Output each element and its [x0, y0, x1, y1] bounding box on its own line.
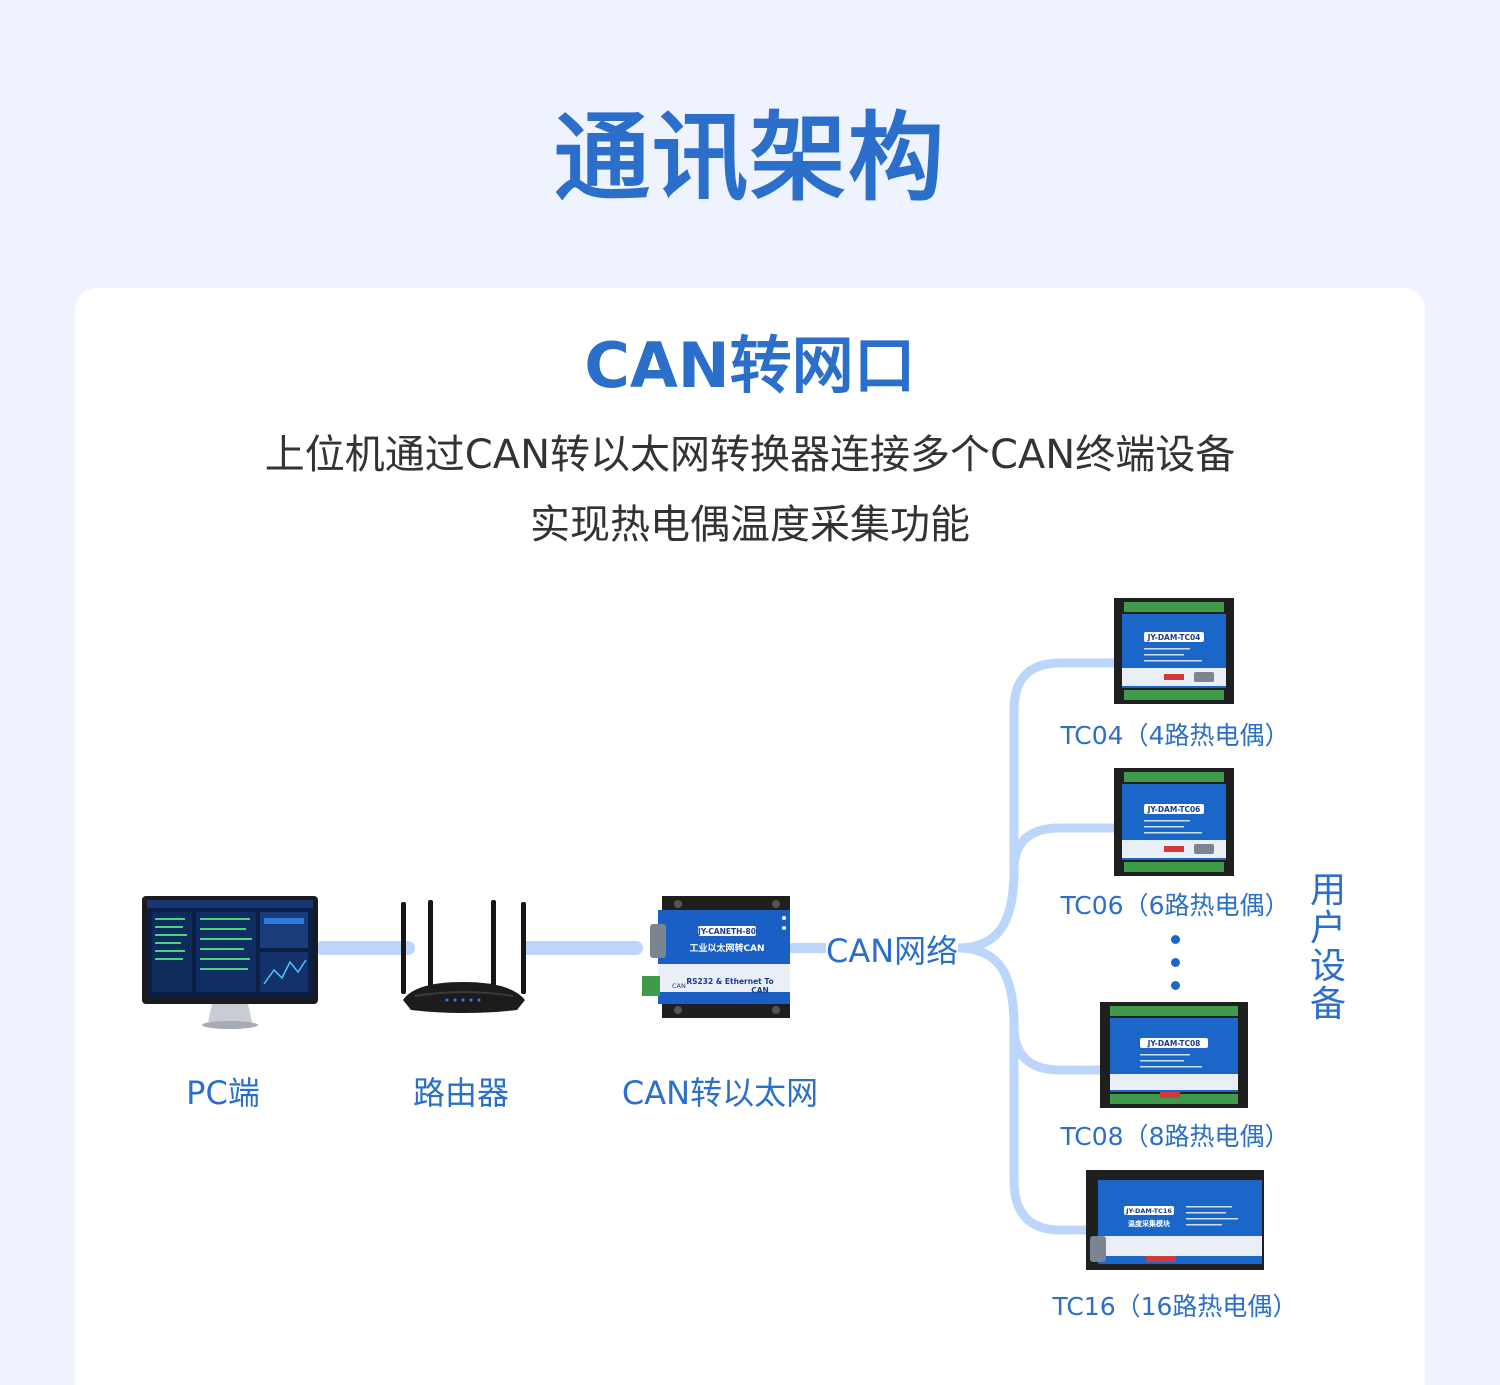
- ellipsis-dot-2: [1171, 958, 1180, 967]
- tc08-label: TC08（8路热电偶）: [1060, 1122, 1290, 1151]
- tc06-model-text: JY-DAM-TC06: [1147, 805, 1201, 814]
- user-devices-label: 用户设备: [1309, 870, 1346, 1025]
- tc04-label: TC04（4路热电偶）: [1060, 721, 1290, 750]
- card-title: CAN转网口: [584, 329, 916, 402]
- converter-model-text: JY-CANETH-80: [697, 927, 756, 936]
- router-icon: [401, 900, 526, 1013]
- ellipsis-dot-1: [1171, 935, 1180, 944]
- router-label: 路由器: [412, 1074, 509, 1112]
- tc06-device: JY-DAM-TC06: [1114, 768, 1234, 876]
- can-network-label: CAN网络: [826, 931, 959, 971]
- can-ethernet-converter-device: JY-CANETH-80 工业以太网转CAN RS232 & Ethernet …: [642, 896, 790, 1018]
- tc08-model-text: JY-DAM-TC08: [1147, 1039, 1201, 1048]
- tc04-device: JY-DAM-TC04: [1114, 598, 1234, 704]
- pc-monitor-icon: [142, 896, 318, 1029]
- tc08-device: JY-DAM-TC08: [1100, 1002, 1248, 1108]
- tc16-model-text: JY-DAM-TC16: [1125, 1207, 1172, 1215]
- tc06-label: TC06（6路热电偶）: [1060, 891, 1290, 920]
- tc16-device: JY-DAM-TC16 温度采集模块: [1086, 1170, 1264, 1270]
- page-title: 通讯架构: [554, 102, 946, 214]
- converter-name-cn-text: 工业以太网转CAN: [689, 942, 764, 954]
- description-line-1: 上位机通过CAN转以太网转换器连接多个CAN终端设备: [264, 432, 1236, 478]
- bus-branch-tc08: [1009, 1021, 1109, 1075]
- ellipsis-dot-3: [1171, 981, 1180, 990]
- description-line-2: 实现热电偶温度采集功能: [530, 502, 970, 548]
- tc16-subtitle-text: 温度采集模块: [1128, 1219, 1171, 1228]
- converter-port-can-text: CAN: [672, 982, 686, 990]
- converter-label: CAN转以太网: [621, 1074, 819, 1112]
- converter-name-en-1-text: RS232 & Ethernet To: [686, 977, 773, 986]
- bus-branch-tc06: [1009, 823, 1123, 875]
- bus-lower-trunk: [953, 943, 1097, 1235]
- converter-name-en-2-text: CAN: [751, 986, 769, 995]
- tc04-model-text: JY-DAM-TC04: [1147, 633, 1201, 642]
- pc-label: PC端: [186, 1074, 260, 1112]
- tc16-label: TC16（16路热电偶）: [1052, 1292, 1298, 1321]
